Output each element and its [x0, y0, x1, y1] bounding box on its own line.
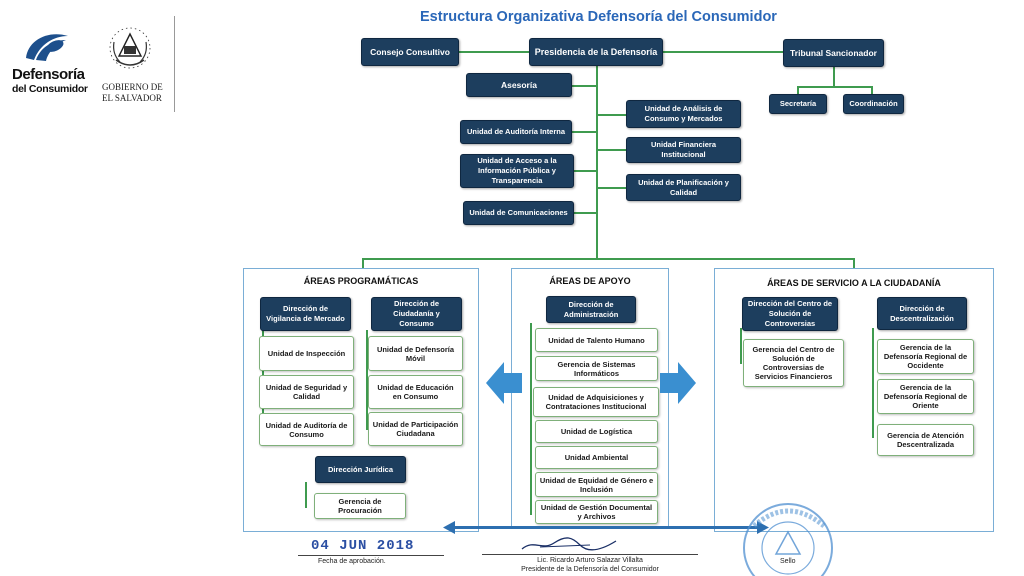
connector [871, 86, 873, 94]
arrow-left-icon [486, 362, 522, 404]
connector [663, 51, 783, 53]
connector [305, 482, 307, 508]
unit-financiera-box: Unidad Financiera Institucional [626, 137, 741, 163]
gerencia-regional-occidente-box: Gerencia de la Defensoría Regional de Oc… [877, 339, 974, 374]
chart-title: Estructura Organizativa Defensoría del C… [420, 9, 777, 25]
gerencia-regional-oriente-box: Gerencia de la Defensoría Regional de Or… [877, 379, 974, 414]
tribunal-sancionador-box: Tribunal Sancionador [783, 39, 884, 67]
gerencia-sistemas-box: Gerencia de Sistemas Informáticos [535, 356, 658, 381]
bottom-link-line [452, 526, 760, 529]
panel-title: ÁREAS DE APOYO [549, 276, 631, 286]
coordinacion-box: Coordinación [843, 94, 904, 114]
logo-divider [174, 16, 175, 112]
connector [362, 258, 364, 270]
defensoria-logo: Defensoría del Consumidor [12, 28, 90, 100]
unit-logistica-box: Unidad de Logística [535, 420, 658, 443]
unit-ambiental-box: Unidad Ambiental [535, 446, 658, 469]
defensoria-emblem-icon [26, 34, 68, 61]
logo-name-line1: Defensoría [12, 66, 85, 83]
dir-ciudadania-consumo-box: Dirección de Ciudadanía y Consumo [371, 297, 462, 331]
double-arrow-left-icon [443, 521, 455, 534]
arrow-right-icon [660, 362, 696, 404]
connector [530, 323, 532, 515]
approval-date-stamp: 04 JUN 2018 [311, 538, 415, 554]
approval-date-line [298, 555, 444, 556]
logo-name-line2: del Consumidor [12, 83, 88, 95]
consejo-consultivo-box: Consejo Consultivo [361, 38, 459, 66]
unit-acceso-informacion-box: Unidad de Acceso a la Información Públic… [460, 154, 574, 188]
unit-auditoria-interna-box: Unidad de Auditoría Interna [460, 120, 572, 144]
unit-seguridad-calidad-box: Unidad de Seguridad y Calidad [259, 375, 354, 409]
connector [366, 330, 368, 430]
unit-planificacion-box: Unidad de Planificación y Calidad [626, 174, 741, 201]
government-logo: GOBIERNO DE EL SALVADOR [100, 24, 164, 110]
dir-juridica-box: Dirección Jurídica [315, 456, 406, 483]
seal-label: Sello [780, 558, 796, 565]
connector [598, 187, 626, 189]
signature-line [482, 554, 698, 555]
unit-participacion-ciudadana-box: Unidad de Participación Ciudadana [368, 412, 463, 446]
unit-talento-humano-box: Unidad de Talento Humano [535, 328, 658, 352]
coat-of-arms-icon [109, 27, 151, 69]
signer-title: Presidente de la Defensoría del Consumid… [521, 566, 659, 573]
unit-educacion-consumo-box: Unidad de Educación en Consumo [368, 375, 463, 409]
gerencia-centro-solucion-box: Gerencia del Centro de Solución de Contr… [743, 339, 844, 387]
connector [598, 149, 626, 151]
panel-title: ÁREAS PROGRAMÁTICAS [303, 276, 419, 286]
signer-name: Lic. Ricardo Arturo Salazar Villalta [537, 557, 643, 564]
connector [596, 64, 598, 260]
unit-analisis-consumo-box: Unidad de Análisis de Consumo y Mercados [626, 100, 741, 128]
connector [572, 131, 596, 133]
connector [362, 258, 854, 260]
unit-adquisiciones-box: Unidad de Adquisiciones y Contrataciones… [533, 387, 659, 417]
signature-scribble [521, 537, 617, 551]
connector [598, 114, 626, 116]
presidencia-box: Presidencia de la Defensoría [529, 38, 663, 66]
connector [572, 85, 596, 87]
connector [574, 170, 596, 172]
dir-administracion-box: Dirección de Administración [546, 296, 636, 323]
unit-auditoria-consumo-box: Unidad de Auditoría de Consumo [259, 413, 354, 446]
connector [853, 258, 855, 270]
connector [797, 86, 873, 88]
gov-line2: EL SALVADOR [102, 93, 162, 103]
unit-comunicaciones-box: Unidad de Comunicaciones [463, 201, 574, 225]
connector [459, 51, 529, 53]
panel-title: ÁREAS DE SERVICIO A LA CIUDADANÍA [767, 278, 941, 288]
connector [797, 86, 799, 94]
gerencia-atencion-descentralizada-box: Gerencia de Atención Descentralizada [877, 424, 974, 456]
official-seal-icon [743, 503, 833, 576]
unit-defensoria-movil-box: Unidad de Defensoría Móvil [368, 336, 463, 371]
unit-equidad-genero-box: Unidad de Equidad de Género e Inclusión [535, 472, 658, 497]
connector [740, 328, 742, 364]
unit-gestion-documental-box: Unidad de Gestión Documental y Archivos [535, 500, 658, 524]
dir-centro-solucion-box: Dirección del Centro de Solución de Cont… [742, 297, 838, 331]
dir-descentralizacion-box: Dirección de Descentralización [877, 297, 967, 330]
gov-line1: GOBIERNO DE [102, 82, 163, 92]
dir-vigilancia-mercado-box: Dirección de Vigilancia de Mercado [260, 297, 351, 331]
connector [833, 66, 835, 86]
connector [574, 212, 596, 214]
asesoria-box: Asesoría [466, 73, 572, 97]
secretaria-box: Secretaría [769, 94, 827, 114]
gerencia-procuracion-box: Gerencia de Procuración [314, 493, 406, 519]
connector [872, 328, 874, 438]
approval-date-label: Fecha de aprobación. [318, 558, 386, 565]
unit-inspeccion-box: Unidad de Inspección [259, 336, 354, 371]
